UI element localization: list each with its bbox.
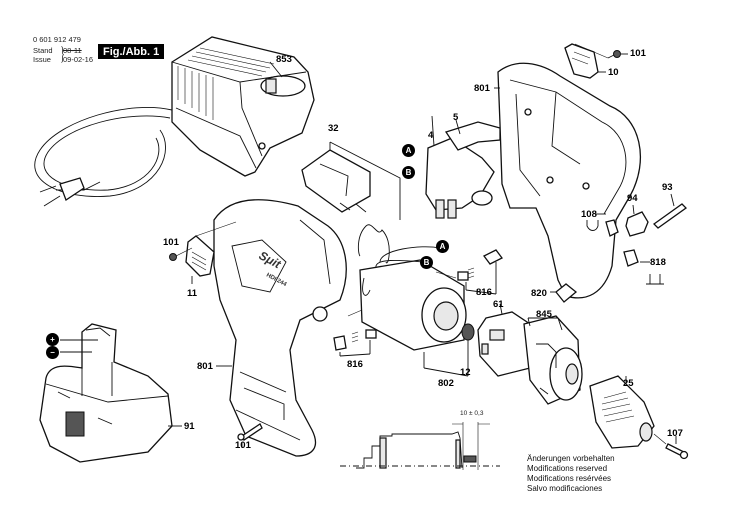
callout-816-upper: 816 xyxy=(476,287,492,298)
connector-b-upper: B xyxy=(402,166,415,179)
document-part-number: 0 601 912 479 xyxy=(33,35,81,44)
housing-half-801-right xyxy=(494,62,642,299)
stand-value: 08-11 xyxy=(63,46,82,55)
issue-date: 09-02-16 xyxy=(63,55,94,64)
callout-801-bottom: 801 xyxy=(197,361,213,372)
callout-101-top: 101 xyxy=(630,48,646,59)
connector-b-lower: B xyxy=(420,256,433,269)
figure-label: Fig./Abb. 1 xyxy=(98,44,165,59)
callout-801-top: 801 xyxy=(474,83,490,94)
brush-holder-part-816-upper xyxy=(435,249,503,295)
callout-93: 93 xyxy=(662,182,673,193)
callout-816-lower: 816 xyxy=(347,359,363,370)
callout-25: 25 xyxy=(623,378,634,389)
label-plate-part-820 xyxy=(550,283,578,303)
callout-11: 11 xyxy=(187,288,198,299)
charger-part-853 xyxy=(34,36,315,207)
clip-part-94 xyxy=(625,204,649,237)
notice-french: Modifications resérvées xyxy=(527,474,612,483)
issue-label: Issue xyxy=(33,55,51,64)
callout-5: 5 xyxy=(453,112,459,123)
gearbox-part-845 xyxy=(523,315,583,405)
callout-845: 845 xyxy=(536,309,552,320)
chuck-part-25 xyxy=(589,375,655,449)
grip-cap-part-11 xyxy=(185,235,215,284)
motor-part-802 xyxy=(359,246,469,377)
callout-94: 94 xyxy=(627,193,638,204)
callout-32: 32 xyxy=(328,123,339,134)
callout-802: 802 xyxy=(438,378,454,389)
dimension-tolerance: 10 ± 0,3 xyxy=(460,410,484,417)
callout-91: 91 xyxy=(184,421,195,432)
callout-4: 4 xyxy=(428,130,434,141)
notice-spanish: Salvo modificaciones xyxy=(527,484,603,493)
callout-101-left: 101 xyxy=(163,237,179,248)
stand-label: Stand xyxy=(33,46,53,55)
notice-english: Modifications reserved xyxy=(527,464,608,473)
battery-plus-terminal: + xyxy=(46,333,59,346)
notice-german: Änderungen vorbehalten xyxy=(527,454,615,463)
brace-symbol: } xyxy=(60,44,65,65)
callout-101-bottom: 101 xyxy=(235,440,251,451)
screw-part-101-top xyxy=(574,43,628,59)
callout-108: 108 xyxy=(581,209,597,220)
clip-part-108 xyxy=(586,213,619,237)
pin-part-93 xyxy=(652,193,688,229)
callout-61: 61 xyxy=(493,299,504,310)
callout-853: 853 xyxy=(276,54,292,65)
callout-818: 818 xyxy=(650,257,666,268)
callout-107: 107 xyxy=(667,428,683,439)
clip-part-818 xyxy=(623,249,664,285)
connector-a-lower: A xyxy=(436,240,449,253)
battery-part-91 xyxy=(39,323,182,463)
cap-part-10 xyxy=(564,43,606,79)
screw-part-101-left xyxy=(169,221,237,261)
pinion-part-12 xyxy=(461,323,475,341)
screw-part-107 xyxy=(653,433,689,460)
battery-minus-terminal: − xyxy=(46,346,59,359)
dimension-drawing xyxy=(340,422,500,470)
gearbox-part-61 xyxy=(477,303,531,377)
connector-a-upper: A xyxy=(402,144,415,157)
callout-10: 10 xyxy=(608,67,619,78)
callout-820: 820 xyxy=(531,288,547,299)
screw-part-101-bottom xyxy=(237,423,263,448)
brush-holder-part-816-lower xyxy=(333,309,377,357)
cover-part-32 xyxy=(301,141,401,264)
callout-12: 12 xyxy=(460,367,471,378)
modifications-notice: Änderungen vorbehalten Modifications res… xyxy=(527,454,615,494)
housing-half-801-left xyxy=(213,199,347,457)
